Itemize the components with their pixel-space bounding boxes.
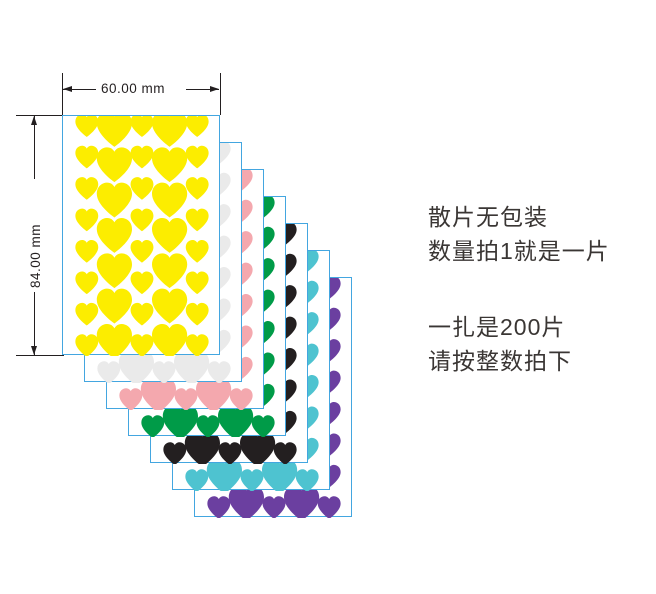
height-ext-line-bottom	[16, 355, 64, 356]
width-arrow-left-icon	[63, 85, 72, 92]
width-dim-line-left	[63, 89, 96, 90]
annotation-quantity-line-2: 请按整数拍下	[428, 348, 572, 374]
width-dim-line-right	[186, 89, 219, 90]
height-dim-line-bottom	[34, 292, 35, 355]
width-arrow-right-icon	[210, 85, 219, 92]
width-ext-line-right	[220, 73, 221, 115]
annotation-block-quantity: 一扎是200片 请按整数拍下	[428, 310, 572, 378]
annotation-block-packaging: 散片无包装 数量拍1就是一片	[428, 200, 610, 268]
height-dimension-label: 84.00 mm	[28, 223, 43, 288]
height-arrow-bottom-icon	[30, 346, 37, 355]
height-arrow-top-icon	[30, 116, 37, 125]
height-dim-line-top	[34, 116, 35, 179]
annotation-packaging-line-2: 数量拍1就是一片	[428, 238, 610, 264]
annotation-quantity-line-1: 一扎是200片	[428, 314, 566, 340]
width-dimension-label: 60.00 mm	[101, 81, 166, 96]
annotation-packaging-line-1: 散片无包装	[428, 204, 548, 230]
height-ext-line-top	[16, 115, 64, 116]
width-ext-line-left	[62, 73, 63, 115]
yellow-sheet	[62, 115, 220, 356]
